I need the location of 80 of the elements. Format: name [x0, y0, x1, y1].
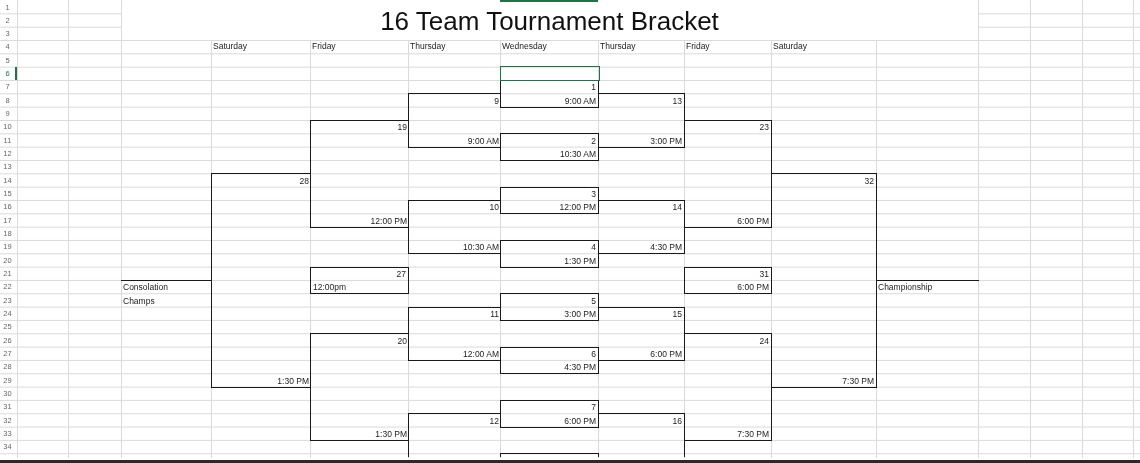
bracket-outline — [598, 306, 685, 361]
day-header: Saturday — [773, 40, 808, 54]
game-time: 9:00 AM — [467, 134, 499, 148]
game-time: 4:30 PM — [650, 241, 682, 255]
game-time: 7:30 PM — [737, 428, 769, 442]
bracket-outline — [408, 413, 501, 457]
game-time: 7:30 PM — [842, 374, 874, 388]
match-box — [500, 453, 599, 457]
slot-label: Championship — [878, 281, 933, 295]
bracket-outline — [408, 306, 501, 361]
game-number: 4 — [591, 241, 596, 255]
game-time: 6:00 PM — [737, 214, 769, 228]
game-number: 7 — [591, 401, 596, 415]
game-number: 12 — [489, 414, 499, 428]
game-time: 1:30 PM — [564, 254, 596, 268]
game-time: 6:00 PM — [737, 281, 769, 295]
game-number: 23 — [759, 121, 769, 135]
game-number: 10 — [489, 201, 499, 215]
bracket-outline — [684, 333, 772, 441]
game-number: 27 — [396, 268, 406, 282]
day-header: Wednesday — [502, 40, 547, 54]
bracket-outline — [408, 93, 501, 148]
match-box — [500, 399, 599, 428]
match-box — [684, 266, 772, 295]
day-header: Friday — [686, 40, 710, 54]
game-number: 5 — [591, 294, 596, 308]
game-number: 31 — [759, 268, 769, 282]
game-number: 1 — [591, 81, 596, 95]
game-number: 16 — [672, 414, 682, 428]
game-number: 28 — [299, 174, 309, 188]
game-time: 10:30 AM — [463, 241, 499, 255]
bracket-outline — [771, 173, 877, 388]
game-time: 3:00 PM — [564, 308, 596, 322]
game-number: 32 — [864, 174, 874, 188]
game-time: 4:30 PM — [564, 361, 596, 375]
match-box — [310, 266, 409, 295]
game-time: 12:00 PM — [370, 214, 407, 228]
game-number: 11 — [490, 308, 499, 322]
winner-line — [876, 279, 979, 295]
game-time: 12:00 PM — [559, 201, 596, 215]
match-box — [500, 346, 599, 375]
winner-line — [121, 279, 212, 308]
game-number: 9 — [494, 94, 499, 108]
match-box — [500, 293, 599, 321]
day-header: Thursday — [410, 40, 446, 54]
bracket-outline — [684, 119, 772, 228]
game-number: 20 — [397, 334, 407, 348]
game-number: 14 — [672, 201, 682, 215]
game-time: 6:00 PM — [564, 414, 596, 428]
game-time: 12:00pm — [313, 281, 347, 295]
game-number: 19 — [397, 121, 407, 135]
game-number: 13 — [672, 94, 682, 108]
bracket-outline — [598, 413, 685, 457]
game-number: 24 — [759, 334, 769, 348]
game-time: 12:00 AM — [463, 348, 499, 362]
sheet-title: 16 Team Tournament Bracket — [380, 5, 719, 37]
game-number: 3 — [591, 188, 596, 202]
bracket-outline — [598, 93, 685, 148]
match-box — [500, 133, 599, 161]
bracket-outline — [408, 199, 501, 255]
game-number: 2 — [591, 134, 596, 148]
match-box — [500, 186, 599, 215]
game-time: 9:00 AM — [564, 94, 596, 108]
game-number: 6 — [591, 348, 596, 362]
game-time: 10:30 AM — [560, 148, 596, 162]
bracket-outline — [598, 199, 685, 255]
bracket-outline — [211, 173, 311, 388]
game-time: 1:30 PM — [375, 428, 407, 442]
game-number: 15 — [672, 308, 682, 322]
day-header: Thursday — [600, 40, 636, 54]
slot-label: Consolation Champs — [123, 281, 169, 308]
game-time: 6:00 PM — [650, 348, 682, 362]
game-time: 3:00 PM — [650, 134, 682, 148]
bracket-outline — [310, 333, 409, 441]
game-time: 1:30 PM — [277, 374, 309, 388]
day-header: Saturday — [213, 40, 248, 54]
bracket-outline — [310, 119, 409, 228]
match-box — [500, 79, 599, 108]
day-header: Friday — [312, 40, 336, 54]
match-box — [500, 239, 599, 268]
